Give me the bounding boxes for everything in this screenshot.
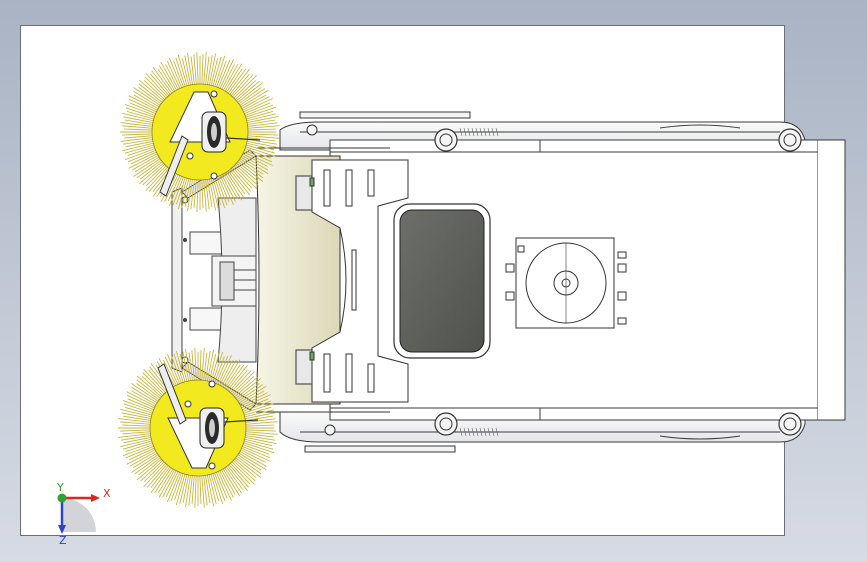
- broom-support-frame: [171, 149, 257, 411]
- idler-wheels: [306, 124, 802, 436]
- orientation-triad[interactable]: X Y Z: [56, 481, 111, 547]
- radiator-fan-unit: [505, 237, 627, 329]
- brush-upper[interactable]: [120, 52, 280, 212]
- x-axis-label: X: [103, 487, 111, 500]
- y-axis-dot-icon: [57, 493, 67, 503]
- engine-cover: [295, 159, 409, 403]
- track-gear-teeth: [459, 127, 499, 437]
- brush-lower[interactable]: [118, 348, 278, 508]
- z-axis-label: Z: [59, 534, 67, 547]
- cab-window: [393, 203, 491, 359]
- x-axis-arrow-icon: [91, 494, 100, 502]
- z-axis-arrow-icon: [58, 525, 66, 534]
- y-axis-label: Y: [56, 481, 64, 494]
